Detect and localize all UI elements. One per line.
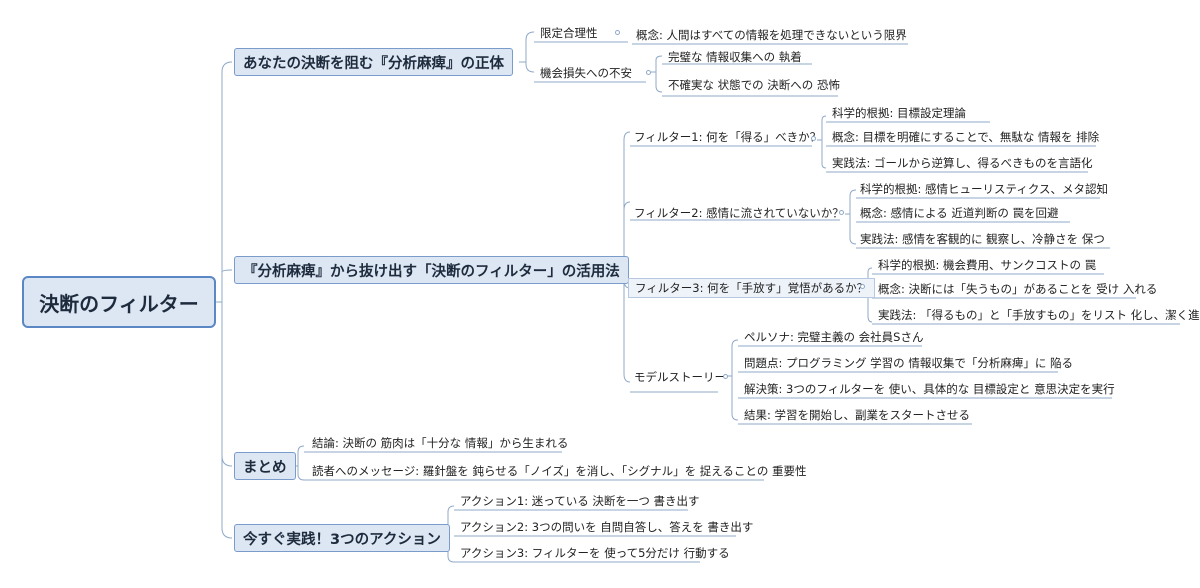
leaf-story-result[interactable]: 結果: 学習を開始し、副業をスタートさせる [744, 408, 971, 422]
subtopic-model-story[interactable]: モデルストーリー [634, 370, 726, 384]
leaf-action-3[interactable]: アクション3: フィルターを 使って5分だけ 行動する [460, 546, 730, 560]
root-topic[interactable]: 決断のフィルター [22, 276, 216, 328]
collapse-handle[interactable] [646, 70, 651, 75]
leaf-filter1-evidence[interactable]: 科学的根拠: 目標設定理論 [832, 106, 967, 120]
leaf-filter1-practice[interactable]: 実践法: ゴールから逆算し、得るべきものを言語化 [832, 156, 1093, 170]
collapse-handle[interactable] [839, 210, 844, 215]
leaf-filter3-practice[interactable]: 実践法: 「得るもの」と「手放すもの」をリスト 化し、潔く進む [878, 308, 1200, 322]
leaf-action-2[interactable]: アクション2: 3つの問いを 自問自答し、答えを 書き出す [460, 520, 754, 534]
branch-actions[interactable]: 今すぐ実践！3つのアクション [234, 524, 450, 552]
subtopic-filter-2[interactable]: フィルター2: 感情に流されていないか？ [634, 206, 844, 220]
leaf-summary-conclusion[interactable]: 結論: 決断の 筋肉は「十分な 情報」から生まれる [312, 436, 569, 450]
subtopic-filter-3-selected[interactable]: フィルター3: 何を「手放す」覚悟があるか？ [628, 278, 876, 298]
collapse-handle[interactable] [723, 374, 728, 379]
leaf-filter2-evidence[interactable]: 科学的根拠: 感情ヒューリスティクス、メタ認知 [860, 182, 1108, 196]
leaf-action-1[interactable]: アクション1: 迷っている 決断を一つ 書き出す [460, 494, 700, 508]
leaf-filter1-concept[interactable]: 概念: 目標を明確にすることで、無駄な 情報を 排除 [832, 130, 1100, 144]
branch-filter-usage[interactable]: 『分析麻痺』から抜け出す「決断のフィルター」の活用法 [234, 256, 629, 284]
leaf-story-persona[interactable]: ペルソナ: 完璧主義の 会社員Sさん [744, 330, 924, 344]
subtopic-filter-1[interactable]: フィルター1: 何を「得る」べきか？ [634, 130, 822, 144]
subtopic-bounded-rationality[interactable]: 限定合理性 [540, 26, 598, 40]
leaf-story-problem[interactable]: 問題点: プログラミング 学習の 情報収集で「分析麻痺」に 陥る [744, 356, 1073, 370]
leaf-bounded-rationality-concept[interactable]: 概念: 人間はすべての情報を処理できないという限界 [636, 28, 907, 42]
subtopic-opportunity-loss[interactable]: 機会損失への不安 [540, 66, 632, 80]
leaf-filter2-concept[interactable]: 概念: 感情による 近道判断の 罠を回避 [860, 206, 1059, 220]
branch-summary[interactable]: まとめ [234, 452, 296, 480]
collapse-handle[interactable] [860, 284, 865, 289]
leaf-summary-message[interactable]: 読者へのメッセージ: 羅針盤を 鈍らせる「ノイズ」を消し、「シグナル」を 捉える… [312, 464, 807, 478]
leaf-story-solution[interactable]: 解決策: 3つのフィルターを 使い、具体的な 目標設定と 意思決定を実行 [744, 382, 1115, 396]
leaf-opportunity-loss-1[interactable]: 完璧な 情報収集への 執着 [668, 50, 802, 64]
leaf-filter3-concept[interactable]: 概念: 決断には「失うもの」があることを 受け 入れる [878, 282, 1158, 296]
leaf-filter3-evidence[interactable]: 科学的根拠: 機会費用、サンクコストの 罠 [878, 258, 1097, 272]
branch-analysis-paralysis[interactable]: あなたの決断を阻む『分析麻痺』の正体 [234, 48, 513, 76]
leaf-opportunity-loss-2[interactable]: 不確実な 状態での 決断への 恐怖 [668, 78, 840, 92]
leaf-filter2-practice[interactable]: 実践法: 感情を客観的に 観察し、冷静さを 保つ [860, 232, 1105, 246]
collapse-handle[interactable] [811, 136, 816, 141]
collapse-handle[interactable] [615, 30, 620, 35]
